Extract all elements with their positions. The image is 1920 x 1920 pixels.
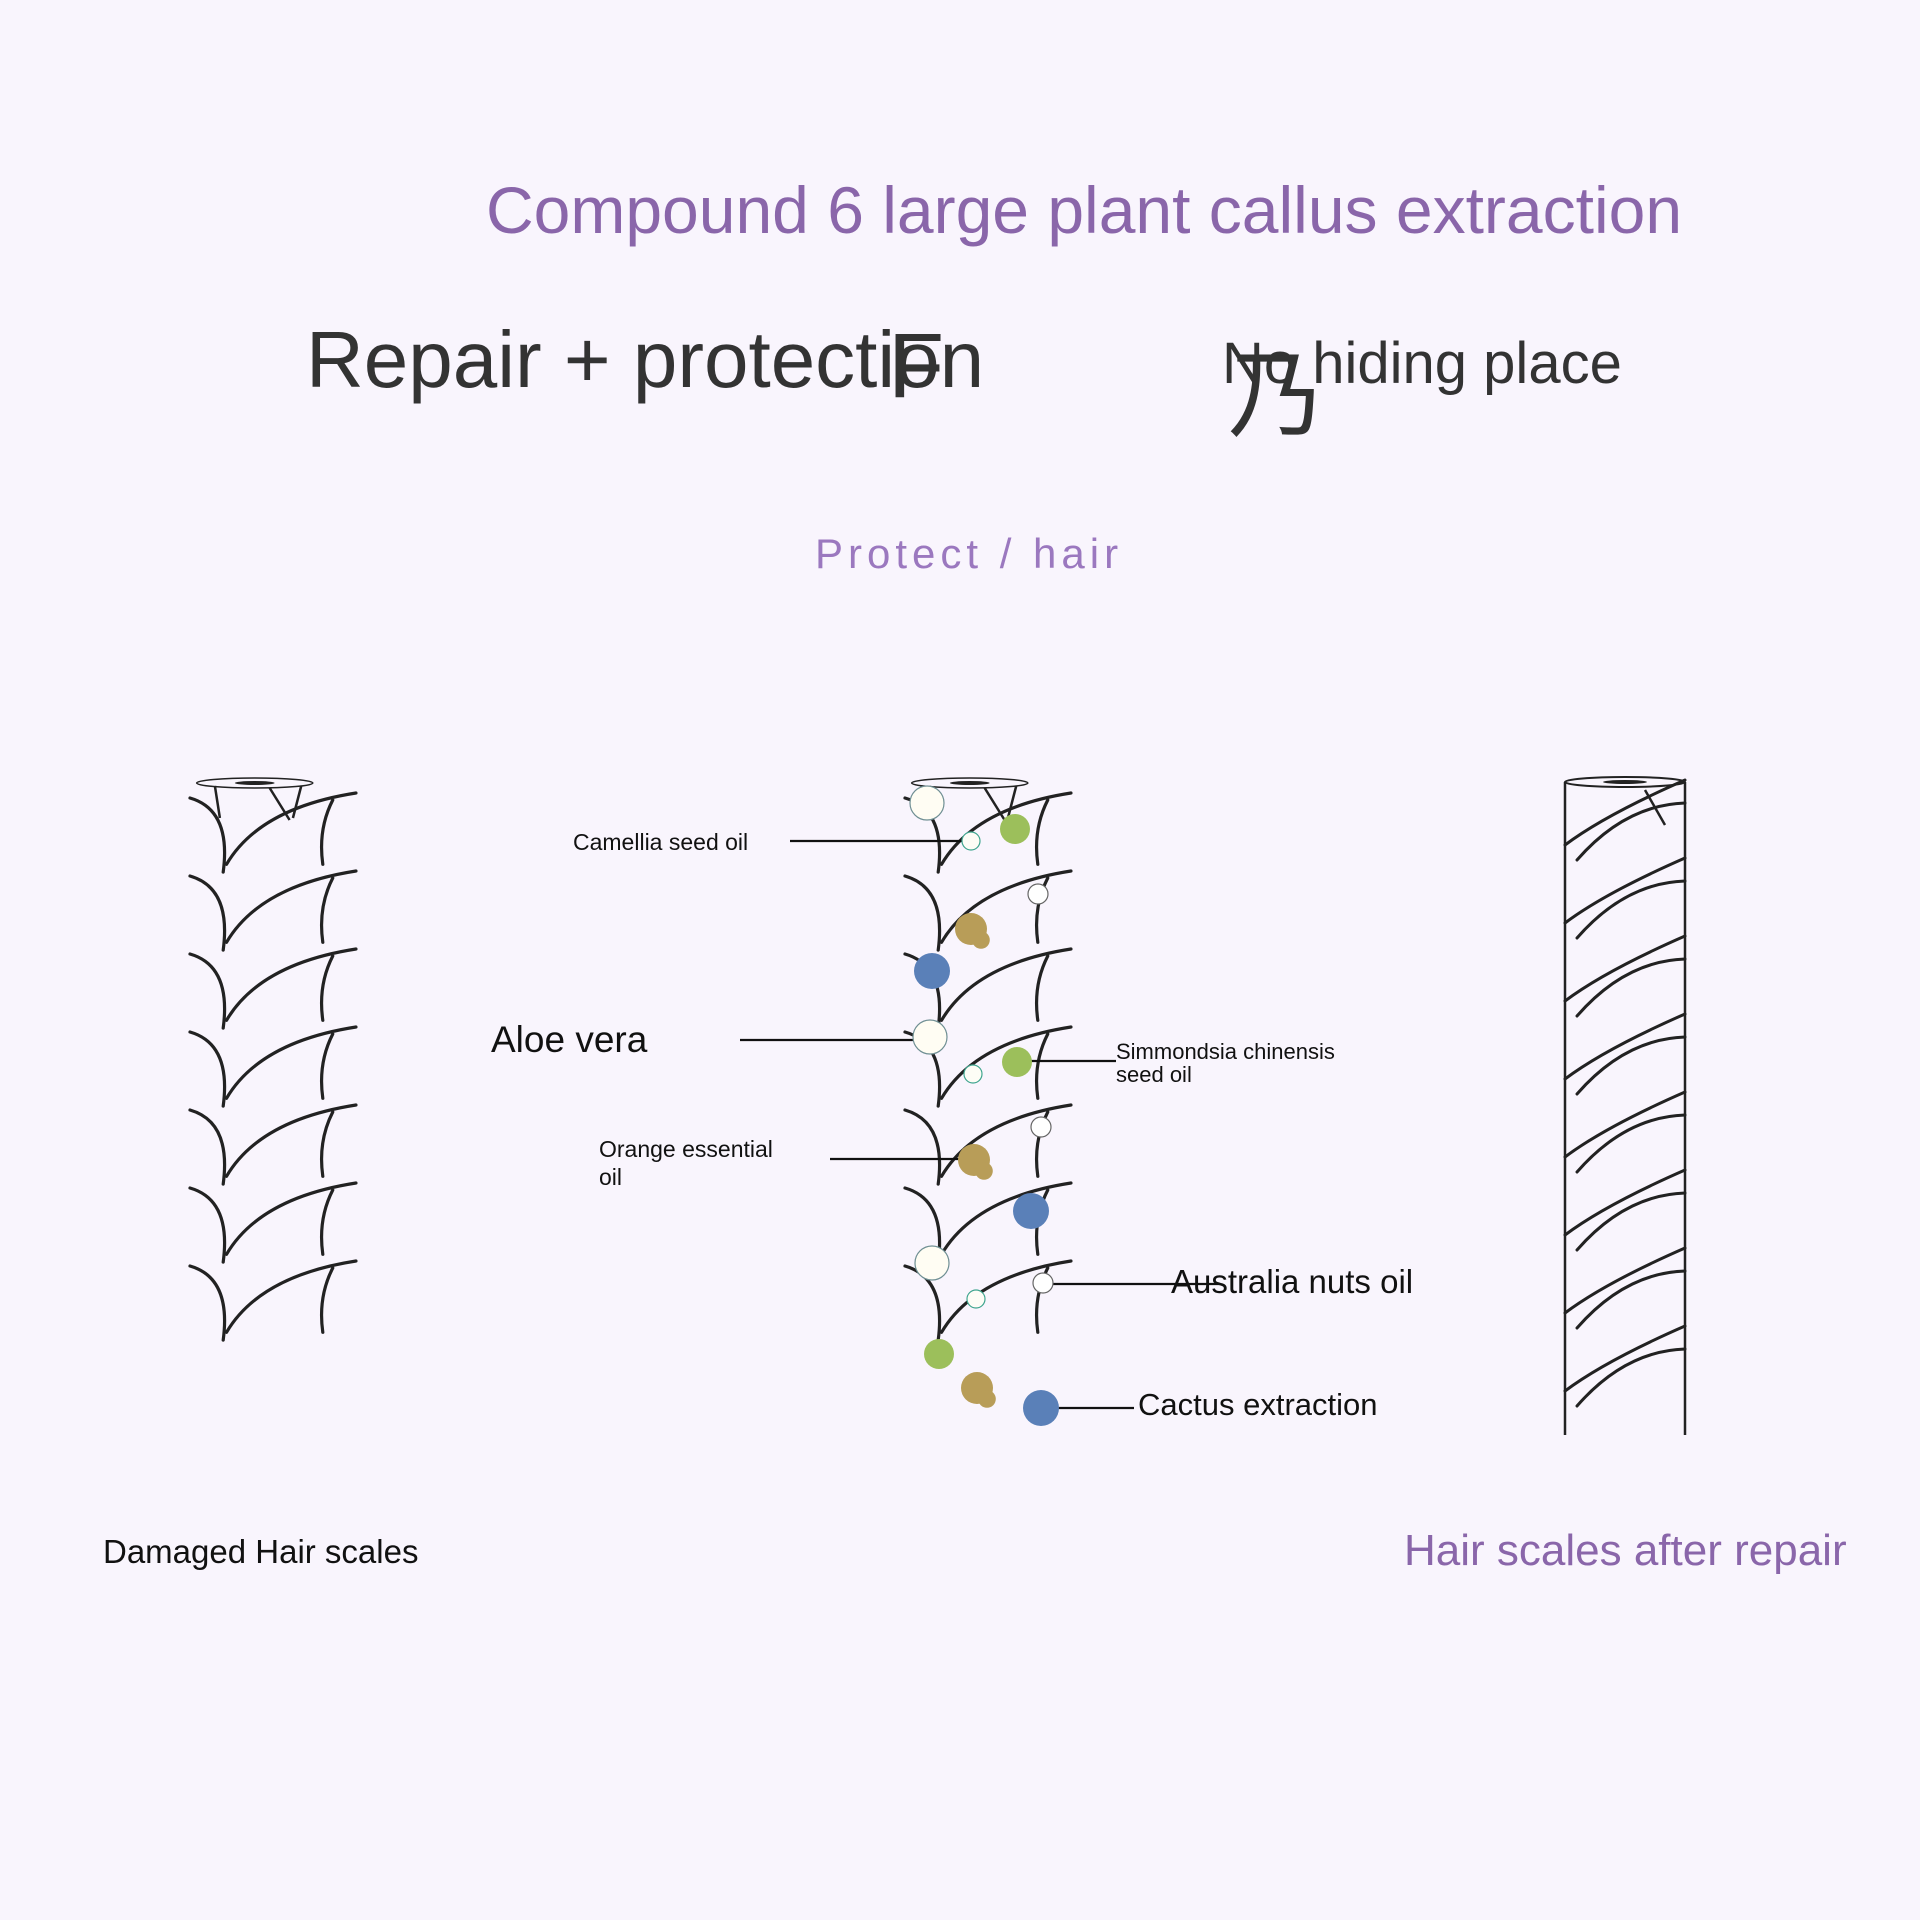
- label-aloe-vera: Aloe vera: [491, 1019, 648, 1060]
- camellia-droplet: [963, 1064, 983, 1084]
- simmondsia-droplet: [1000, 814, 1030, 844]
- damaged-root: [213, 785, 303, 821]
- label-camellia-seed-oil: Camellia seed oil: [573, 829, 749, 855]
- repaired-scale: [1563, 1168, 1687, 1252]
- label-orange-line2: oil: [599, 1164, 623, 1190]
- repaired-scale: [1563, 856, 1687, 940]
- headline-no-hiding-place: No hiding place: [1222, 331, 1622, 396]
- aloe-droplet: [914, 1245, 950, 1281]
- cactus-droplet: [1023, 1390, 1059, 1426]
- repaired-scale: [1563, 1324, 1687, 1408]
- label-orange-essential-oil: Orange essential oil: [599, 1135, 773, 1191]
- repaired-scale: [1563, 1090, 1687, 1174]
- label-cactus-extraction: Cactus extraction: [1138, 1387, 1378, 1422]
- label-simmondsia-seed-oil: Simmondsia chinensis seed oil: [1116, 1040, 1335, 1086]
- damaged-scale: [188, 791, 358, 874]
- camellia-droplet: [966, 1289, 986, 1309]
- repaired-scale: [1563, 778, 1687, 862]
- cactus-droplet: [914, 953, 950, 989]
- repaired-cuticle-core: [1603, 780, 1647, 784]
- damaged-cuticle-top: [195, 777, 314, 789]
- decorative-glyph-f: F: [888, 315, 945, 417]
- damaged-scale: [188, 1103, 358, 1186]
- orange-oil-droplet-tail: [978, 1390, 996, 1408]
- subtitle-protect-hair: Protect / hair: [815, 530, 1124, 577]
- oiled-cuticle-core: [949, 781, 990, 785]
- repaired-scale: [1563, 1246, 1687, 1330]
- damaged-scale: [188, 1259, 358, 1342]
- decorative-glyph-nai: 乃: [1228, 343, 1324, 450]
- oiled-cuticle-top: [910, 777, 1029, 789]
- damaged-cuticle-core: [234, 781, 275, 785]
- oiled-scale: [903, 869, 1073, 952]
- damaged-scale: [188, 1181, 358, 1264]
- nut-oil-droplet: [1030, 1116, 1052, 1138]
- repaired-scale: [1563, 934, 1687, 1018]
- nut-oil-droplet: [1032, 1272, 1054, 1294]
- label-simm-line1: Simmondsia chinensis: [1116, 1039, 1335, 1064]
- orange-oil-droplet-tail: [975, 1162, 993, 1180]
- aloe-droplet: [912, 1019, 948, 1055]
- orange-oil-droplet-tail: [972, 931, 990, 949]
- label-australia-nuts-oil: Australia nuts oil: [1171, 1263, 1414, 1300]
- repaired-scale: [1563, 1012, 1687, 1096]
- repaired-hair-strand: [1563, 776, 1687, 1435]
- cactus-droplet: [1013, 1193, 1049, 1229]
- caption-hair-scales-after-repair: Hair scales after repair: [1404, 1526, 1847, 1575]
- camellia-droplet: [961, 831, 981, 851]
- oil-droplets: [909, 785, 1059, 1426]
- damaged-hair-strand: [188, 777, 358, 1342]
- aloe-droplet: [909, 785, 945, 821]
- caption-damaged-hair-scales: Damaged Hair scales: [103, 1533, 419, 1570]
- headline-repair-protection: Repair + protection: [306, 315, 985, 404]
- damaged-scale: [188, 947, 358, 1030]
- diagram-title: Compound 6 large plant callus extraction: [486, 173, 1683, 247]
- damaged-scale: [188, 1025, 358, 1108]
- damaged-scale: [188, 869, 358, 952]
- simmondsia-droplet: [1002, 1047, 1032, 1077]
- label-leader-lines: [740, 839, 1220, 1410]
- simmondsia-droplet: [924, 1339, 954, 1369]
- nut-oil-droplet: [1027, 883, 1049, 905]
- label-simm-line2: seed oil: [1116, 1062, 1192, 1087]
- label-orange-line1: Orange essential: [599, 1136, 773, 1162]
